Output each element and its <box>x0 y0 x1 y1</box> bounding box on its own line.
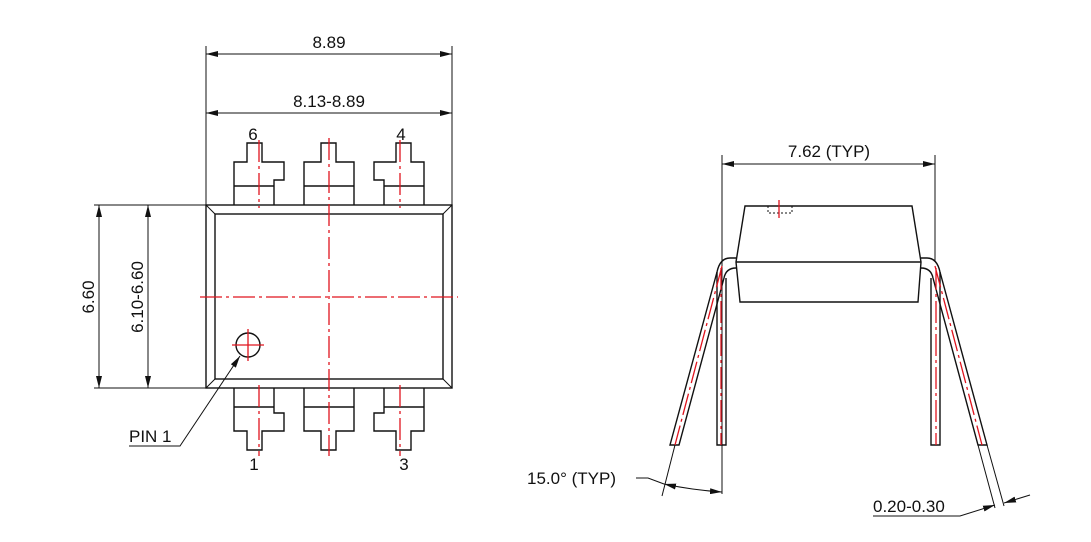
mold-mark <box>767 206 793 214</box>
pin-1 <box>233 388 285 451</box>
height-extension-lines <box>94 204 206 389</box>
pin1-leader-line <box>129 355 241 447</box>
pin-label-1: 1 <box>249 455 258 474</box>
lead-spacing-label: 7.62 (TYP) <box>788 142 870 161</box>
pin-4 <box>373 142 425 205</box>
thickness-label: 0.20-0.30 <box>873 497 945 516</box>
left-lead-centerlines <box>674 265 723 446</box>
pin-label-3: 3 <box>399 455 408 474</box>
thickness-arrow <box>1003 494 1031 504</box>
left-angled-lead <box>669 257 737 446</box>
side-body <box>735 205 922 303</box>
thickness-leader <box>873 504 996 517</box>
angle-label: 15.0° (TYP) <box>527 469 616 488</box>
body-chamfer-lines <box>205 204 453 389</box>
side-view: 7.62 (TYP) 15.0° (TYP) 0.20-0.30 <box>527 142 1031 517</box>
pin1-label: PIN 1 <box>129 427 172 446</box>
angle-leader <box>636 477 665 485</box>
angle-arc <box>663 483 723 495</box>
width-extension-lines <box>205 46 453 205</box>
overall-width-label: 8.89 <box>312 33 345 52</box>
thickness-extension-lines <box>977 444 1005 509</box>
right-lead-centerlines <box>934 265 983 446</box>
lead-spacing-extension-lines <box>721 155 936 494</box>
pin-3 <box>373 388 425 451</box>
angle-extension-line <box>661 444 676 497</box>
pin-label-4: 4 <box>396 125 405 144</box>
overall-height-label: 6.60 <box>79 280 98 313</box>
pin1-crosshair <box>232 329 264 361</box>
body-width-label: 8.13-8.89 <box>293 92 365 111</box>
pin-6 <box>233 142 285 205</box>
pin-label-6: 6 <box>248 125 257 144</box>
pin-centerlines <box>258 140 401 456</box>
body-height-label: 6.10-6.60 <box>128 261 147 333</box>
top-view: 8.89 8.13-8.89 6.60 6.10-6.60 6 4 1 3 PI… <box>79 33 458 474</box>
